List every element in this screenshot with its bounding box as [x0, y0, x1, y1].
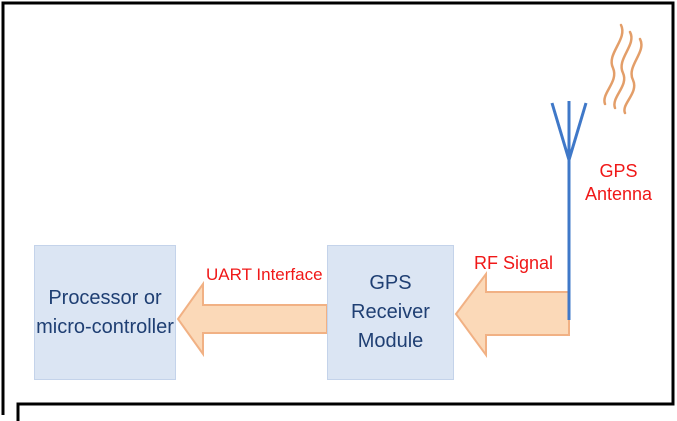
gps-antenna-label: GPS Antenna [585, 160, 652, 207]
gps-receiver-block: GPS Receiver Module [327, 245, 454, 380]
rf-arrow [454, 271, 570, 359]
signal-wave-icon [603, 23, 643, 115]
rf-signal-label: RF Signal [474, 253, 554, 273]
processor-label-line1: Processor or [48, 286, 162, 309]
antenna-label-line1: GPS [599, 161, 638, 181]
uart-arrow [176, 280, 328, 358]
receiver-label-line2: Module [357, 330, 424, 352]
processor-label-line2: micro-controller [36, 315, 174, 338]
uart-interface-label: UART Interface [206, 265, 323, 284]
antenna-label-line2: Antenna [585, 184, 653, 205]
processor-block: Processor or micro-controller [34, 245, 176, 380]
receiver-label-line1: GPS Receiver [351, 272, 430, 323]
antenna-icon [550, 101, 588, 320]
